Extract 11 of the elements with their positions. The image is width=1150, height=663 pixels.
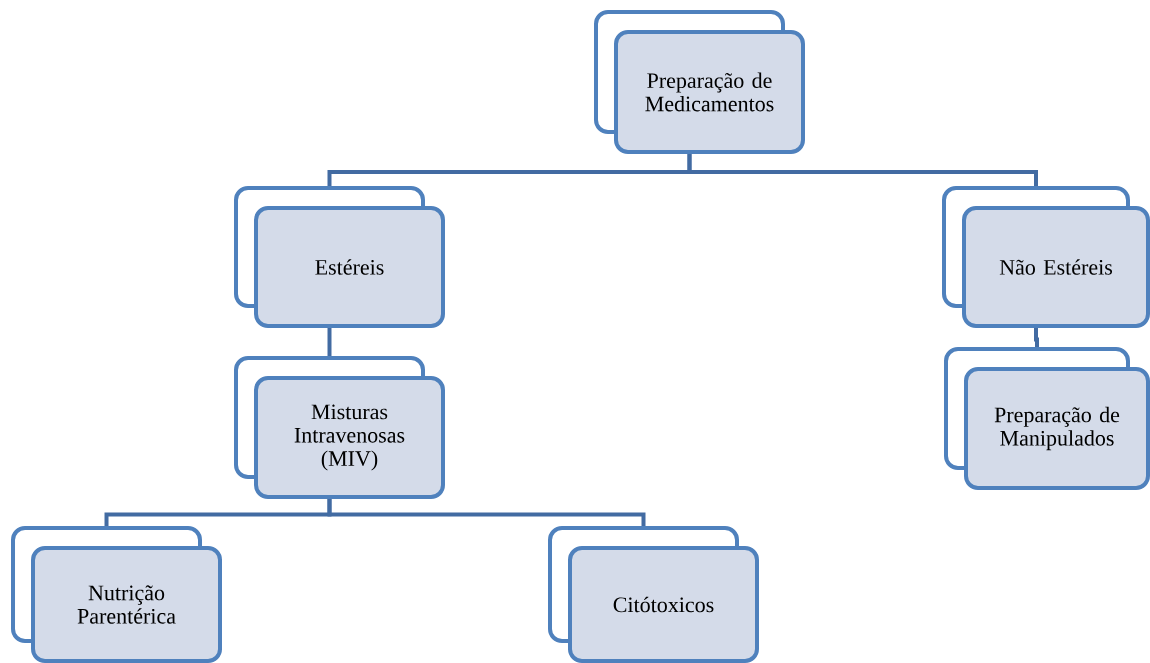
- process-box: Preparação de Manipulados: [944, 347, 1150, 490]
- process-box: Estéreis: [234, 186, 445, 328]
- process-box: Preparação de Medicamentos: [594, 10, 805, 154]
- connector-line: [327, 328, 332, 356]
- connector-line: [687, 154, 1038, 186]
- connector-line: [1034, 328, 1039, 347]
- process-box: Citótoxicos: [548, 526, 759, 663]
- process-box: Nutrição Parentérica: [11, 526, 222, 663]
- process-box: Não Estéreis: [942, 186, 1150, 328]
- connector-line: [327, 499, 646, 526]
- process-box: Misturas Intravenosas (MIV): [234, 356, 445, 499]
